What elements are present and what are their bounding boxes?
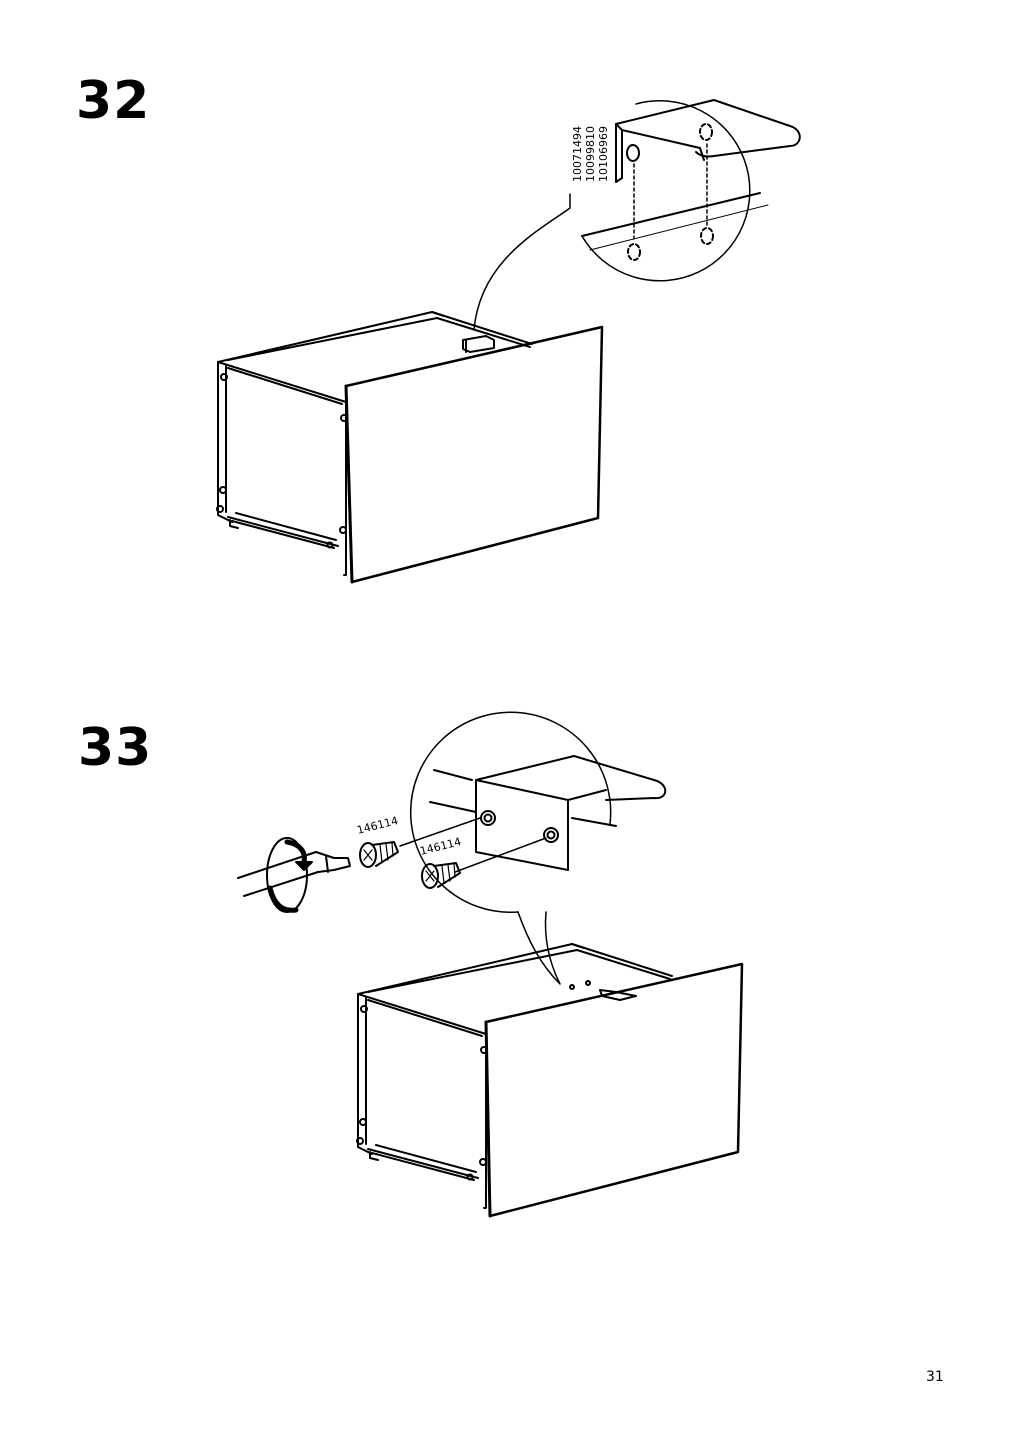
- step-32-detail: [581, 99, 801, 282]
- part-number-label: 10071494: [571, 126, 584, 182]
- page-number: 31: [926, 1369, 944, 1385]
- step-number-32: 32: [76, 71, 151, 131]
- step-32-drawer: [216, 193, 604, 584]
- screwdriver: [237, 837, 351, 913]
- part-number-label: 10106969: [597, 126, 610, 182]
- part-number-label: 10099810: [584, 126, 597, 182]
- screw-part-label: 146114: [419, 835, 463, 858]
- step-number-33: 33: [78, 718, 153, 778]
- screw-part-label: 146114: [356, 814, 400, 837]
- step-33-drawer: [356, 943, 744, 1218]
- screws: [359, 841, 461, 889]
- step-32-part-labels: 10071494 10099810 10106969: [571, 126, 610, 182]
- step-33-detail: [399, 711, 667, 985]
